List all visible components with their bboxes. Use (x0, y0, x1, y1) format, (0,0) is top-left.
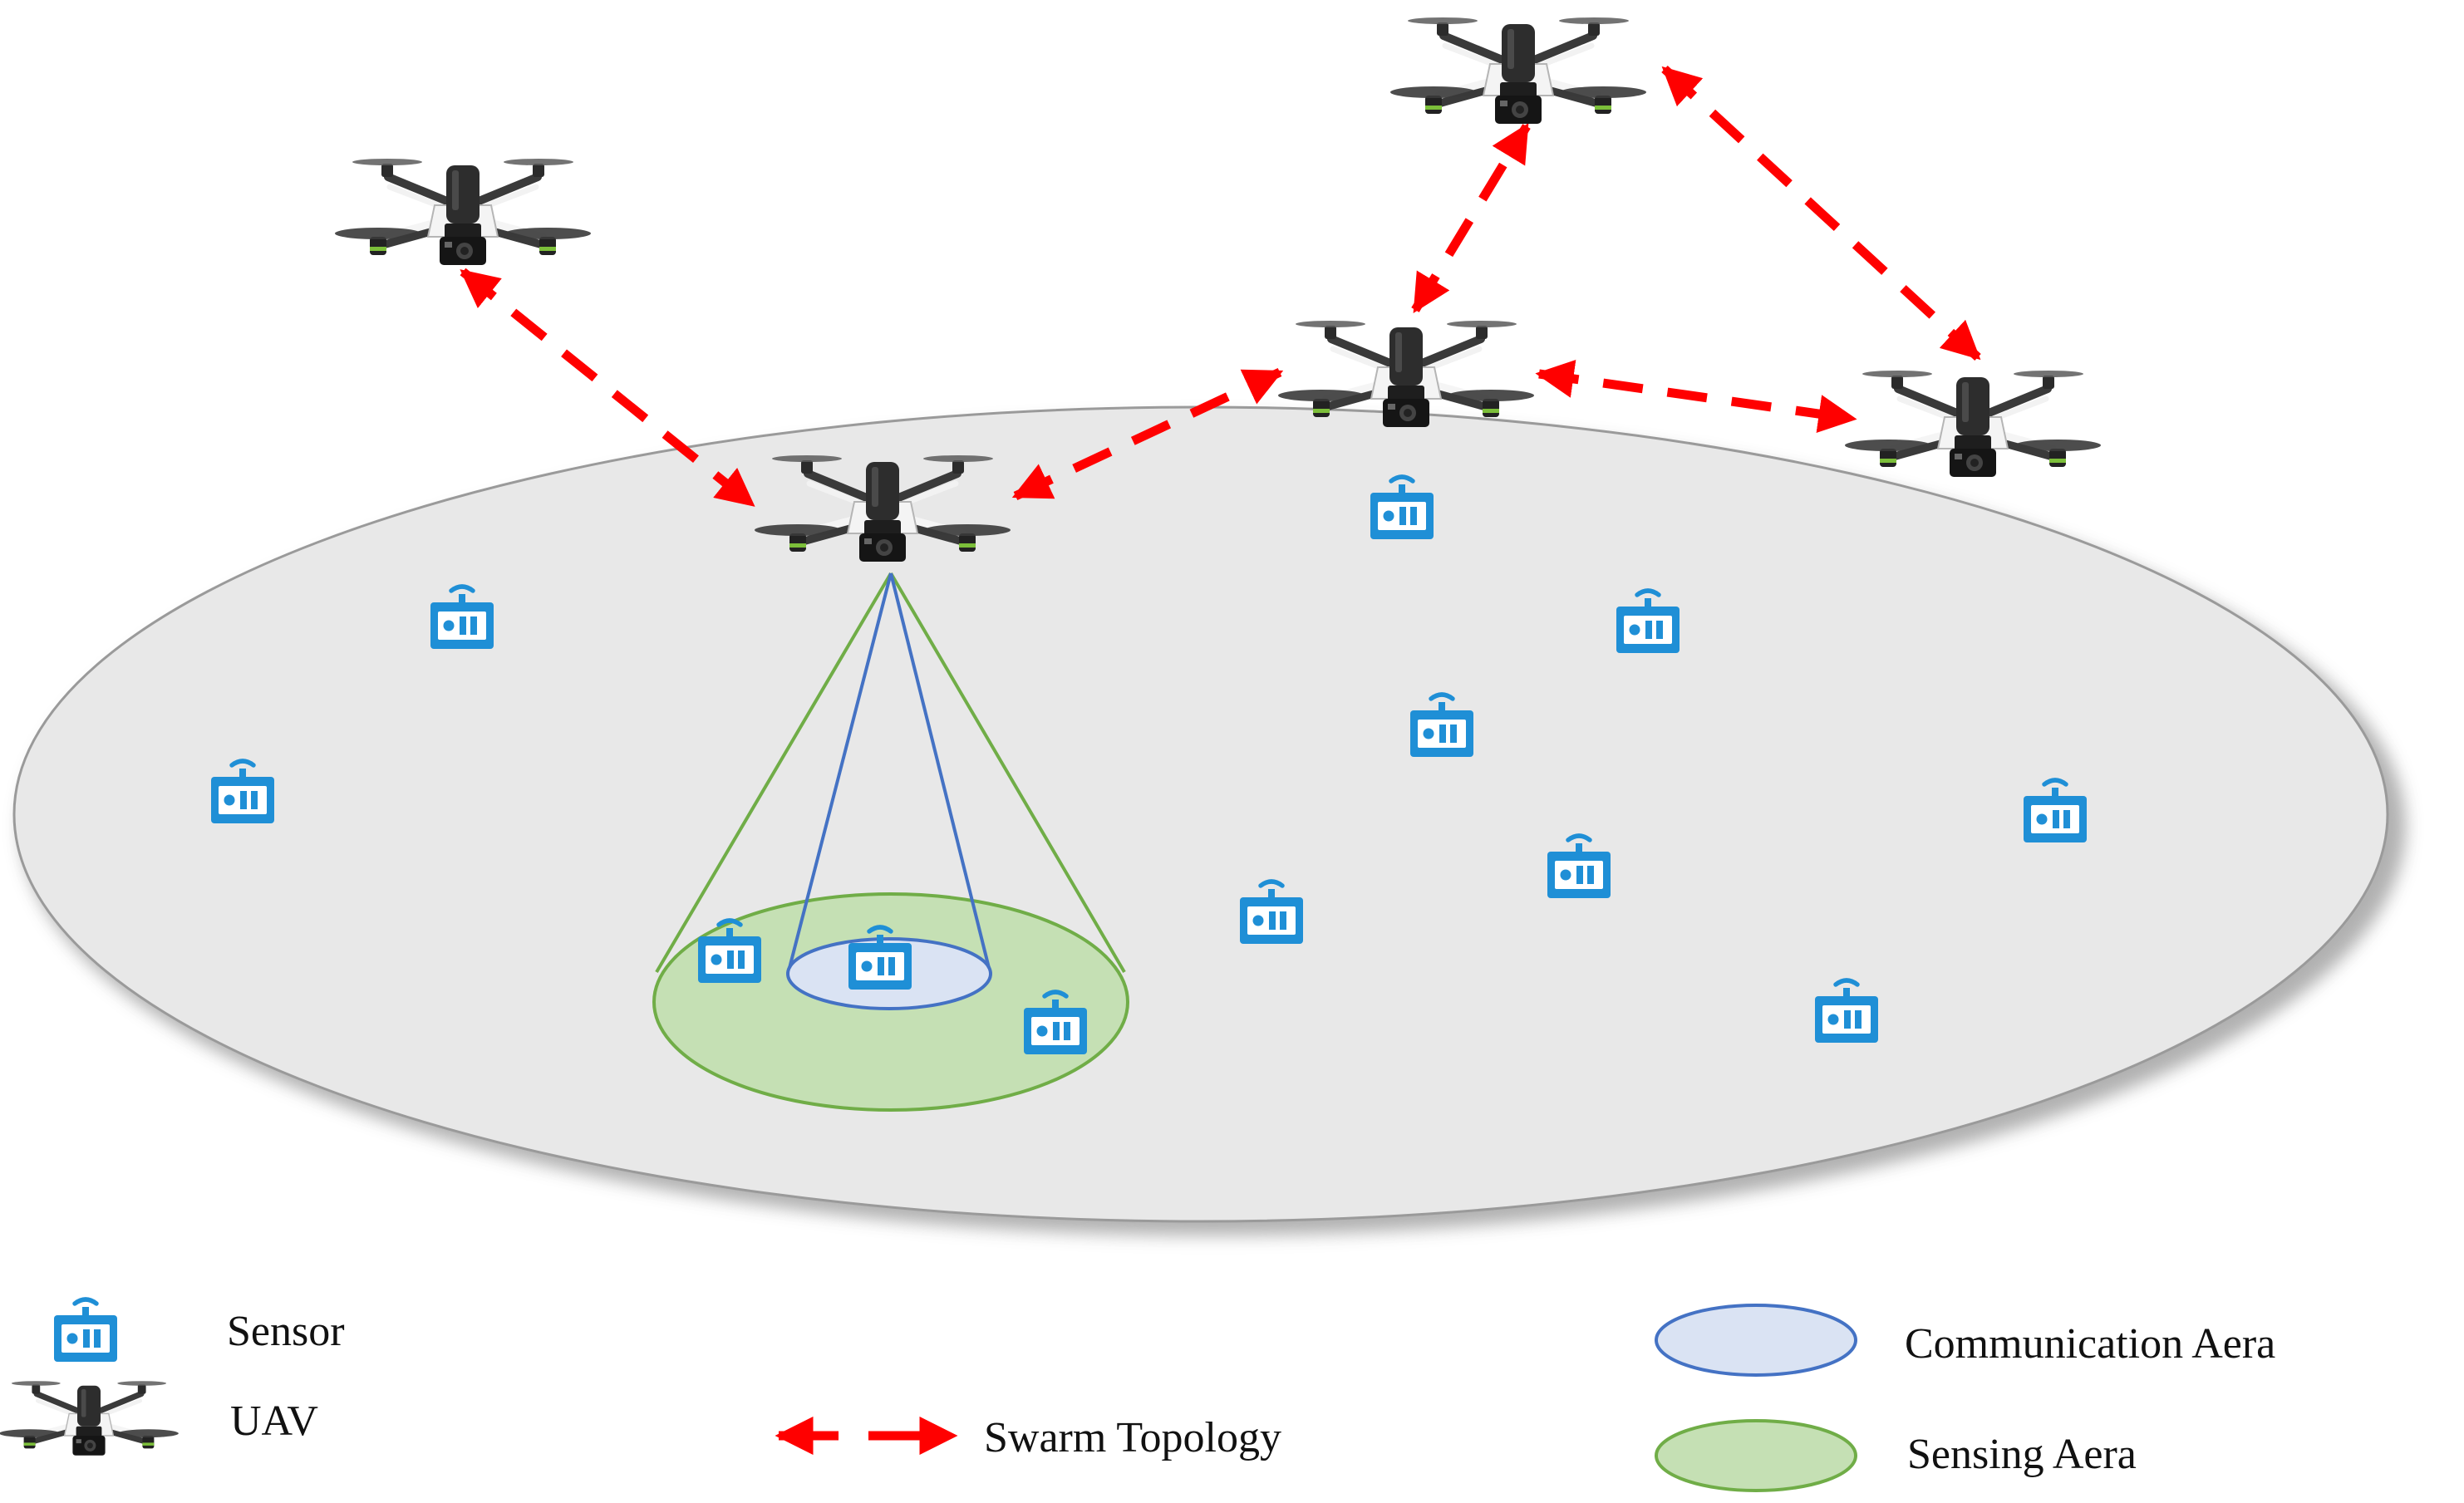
sensing-cone-left (655, 572, 893, 974)
coverage-cone (652, 572, 1129, 1112)
comm-cone-left (788, 572, 893, 969)
legend-swarm-label: Swarm Topology (984, 1414, 1281, 1461)
legend-sensor-icon (54, 1299, 117, 1362)
legend-sensing-label: Sensing Aera (1907, 1431, 2137, 1478)
link-uav2-uav3 (1011, 368, 1284, 500)
swarm-topology-links (460, 65, 1981, 508)
link-uav3-uav5 (1535, 360, 1857, 433)
uav-drone-icon (1278, 321, 1534, 427)
legend-sensing-swatch (1655, 1419, 1857, 1492)
ground-area (12, 405, 2406, 1235)
legend-uav-label: UAV (230, 1397, 318, 1445)
uav-drone-icon (1845, 371, 2101, 477)
legend-sensor-label: Sensor (227, 1308, 345, 1355)
legend (0, 1299, 1857, 1492)
link-uav4-uav5 (1661, 65, 1981, 361)
legend-uav-icon (0, 1381, 179, 1456)
uav-drone-icon (1390, 17, 1646, 124)
legend-comm-swatch (1655, 1304, 1857, 1377)
legend-comm-label: Communication Aera (1905, 1320, 2276, 1368)
comm-cone-right (889, 572, 991, 969)
link-uav3-uav4 (1411, 123, 1531, 313)
uav-drone-icon (335, 159, 591, 265)
sensing-cone-right (889, 572, 1126, 974)
